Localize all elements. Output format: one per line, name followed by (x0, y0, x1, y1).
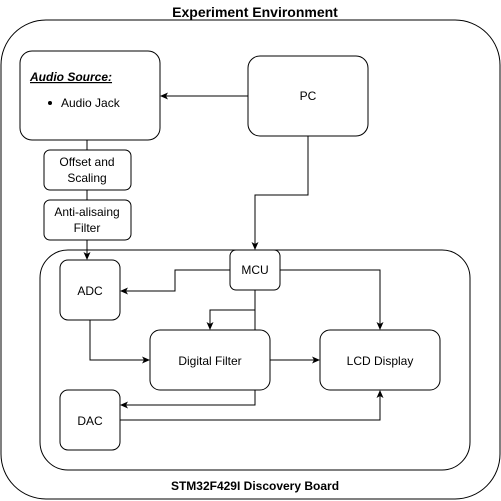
dac-label: DAC (77, 414, 103, 428)
mcu-label: MCU (241, 263, 268, 277)
pc-label: PC (300, 89, 317, 103)
adc-label: ADC (77, 284, 103, 298)
audio-source-bullet: Audio Jack (61, 96, 121, 110)
anti-aliasing-label-line1: Anti-alisaing (54, 205, 119, 219)
arrow-pc-to-mcu (251, 136, 309, 250)
arrow-adc-to-digital-filter (89, 320, 150, 364)
arrow-mcu-to-lcd-display (280, 269, 384, 330)
anti-aliasing-label-line2: Filter (74, 221, 101, 235)
board-label: STM32F429I Discovery Board (171, 479, 339, 493)
arrow-mcu-to-adc (120, 269, 230, 295)
environment-title: Experiment Environment (172, 4, 338, 20)
bullet-dot-icon (48, 101, 52, 105)
audio-source-heading: Audio Source: (29, 70, 112, 84)
offset-scaling-label-line2: Scaling (67, 171, 106, 185)
offset-scaling-label-line1: Offset and (59, 155, 114, 169)
arrow-dac-to-lcd-display (120, 390, 384, 421)
arrow-digital-filter-to-dac (120, 390, 256, 409)
lcd-display-label: LCD Display (347, 354, 414, 368)
digital-filter-label: Digital Filter (178, 354, 241, 368)
arrow-mcu-to-digital-filter (206, 290, 256, 330)
